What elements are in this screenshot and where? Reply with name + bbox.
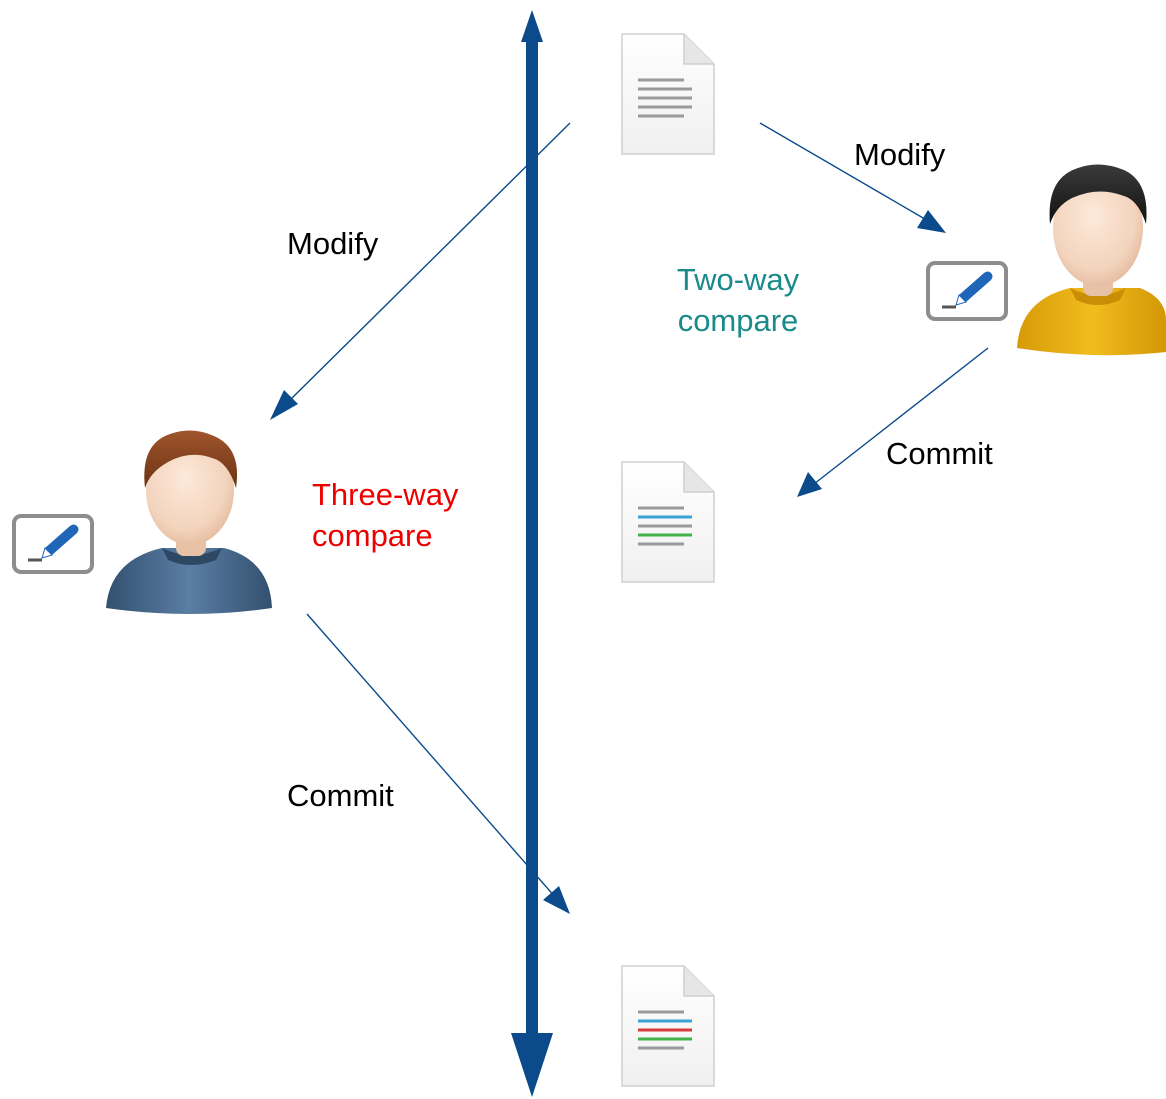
label-commit-left: Commit bbox=[287, 778, 394, 813]
user-icon-right bbox=[1017, 164, 1166, 356]
document-icon-merged bbox=[621, 965, 715, 1087]
document-icon-modified bbox=[621, 461, 715, 583]
label-two-way-line1: Two-way bbox=[677, 262, 800, 297]
label-two-way-line2: compare bbox=[678, 303, 799, 338]
document-icon bbox=[621, 33, 715, 155]
arrow-modify-left bbox=[270, 122, 571, 420]
arrow-commit-left bbox=[306, 613, 570, 914]
label-modify-right: Modify bbox=[854, 137, 946, 172]
pencil-edit-icon-right bbox=[926, 261, 1008, 321]
timeline-arrow bbox=[511, 10, 553, 1097]
user-icon-left bbox=[106, 430, 272, 614]
label-three-way-line2: compare bbox=[312, 518, 433, 553]
label-modify-left: Modify bbox=[287, 226, 379, 261]
arrow-commit-right bbox=[797, 347, 989, 497]
pencil-edit-icon-left bbox=[12, 514, 94, 574]
label-commit-right: Commit bbox=[886, 436, 993, 471]
label-three-way-line1: Three-way bbox=[312, 477, 459, 512]
arrow-modify-right bbox=[759, 122, 946, 233]
